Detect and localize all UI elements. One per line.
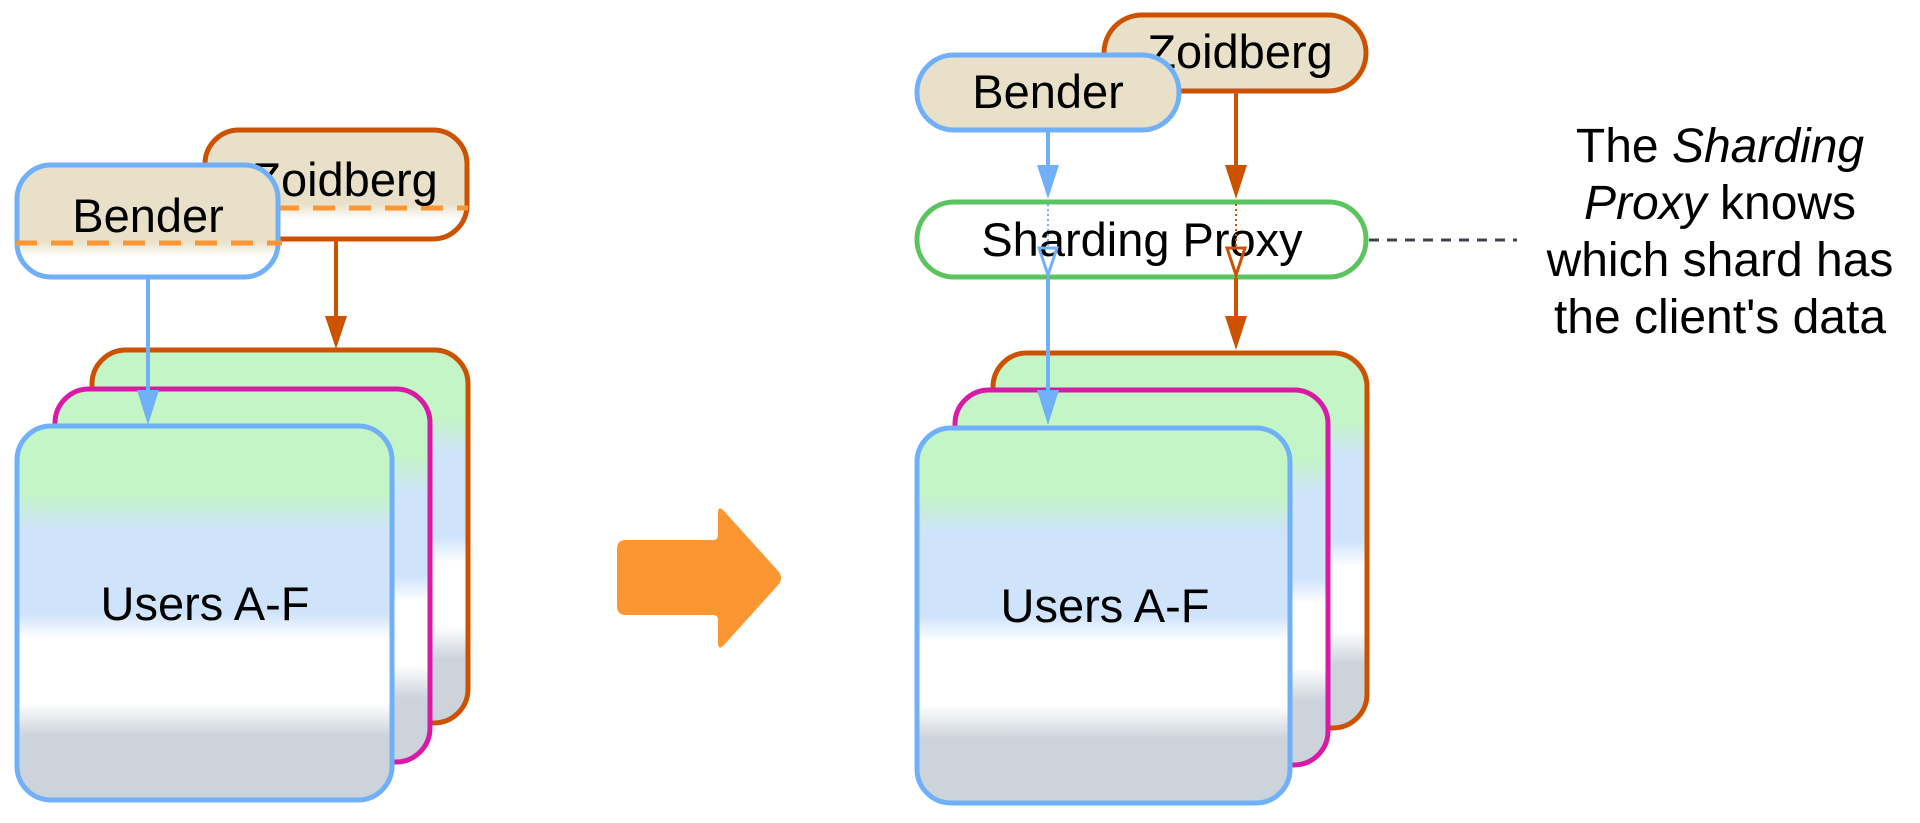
arrow-proxy-to-shard-bender xyxy=(1037,278,1059,425)
shard-stack-after: Users A-F xyxy=(914,350,1370,806)
client-bender-before[interactable]: Bender xyxy=(14,162,282,280)
after-diagram: Zoidberg Bender Sharding Proxy xyxy=(914,12,1517,806)
shard-label: Users A-F xyxy=(101,577,310,630)
before-diagram: Zoidberg Bender Users A-F xyxy=(14,127,471,803)
shard-card-front[interactable] xyxy=(14,423,395,803)
note-text-3: knows which shard has the client's data xyxy=(1546,177,1894,344)
arrow-proxy-to-shard-zoidberg xyxy=(1225,278,1247,350)
arrow-bender-to-proxy xyxy=(1037,131,1059,199)
hollow-arrowhead-icon xyxy=(1036,246,1060,280)
note-text-italic: Sharding Proxy xyxy=(1583,120,1865,230)
shard-stack-before: Users A-F xyxy=(14,347,471,803)
transition-arrow-icon xyxy=(617,508,781,648)
hollow-arrowhead-icon xyxy=(1224,246,1248,280)
note-text-1: The xyxy=(1575,120,1672,173)
annotation-note: The Sharding Proxy knows which shard has… xyxy=(1525,118,1915,346)
client-label: Bender xyxy=(72,189,224,242)
client-label: Zoidberg xyxy=(252,153,438,206)
client-bender-after[interactable]: Bender xyxy=(914,52,1182,133)
client-label: Bender xyxy=(972,65,1124,118)
sharding-proxy[interactable]: Sharding Proxy xyxy=(914,199,1369,280)
client-label: Zoidberg xyxy=(1147,25,1333,78)
arrow-bender-to-shard xyxy=(137,277,159,425)
proxy-label: Sharding Proxy xyxy=(981,213,1303,266)
arrow-zoidberg-to-proxy xyxy=(1225,92,1247,199)
shard-label: Users A-F xyxy=(1001,579,1210,632)
shard-card-front[interactable] xyxy=(914,425,1293,806)
arrow-zoidberg-to-shard xyxy=(325,240,347,349)
